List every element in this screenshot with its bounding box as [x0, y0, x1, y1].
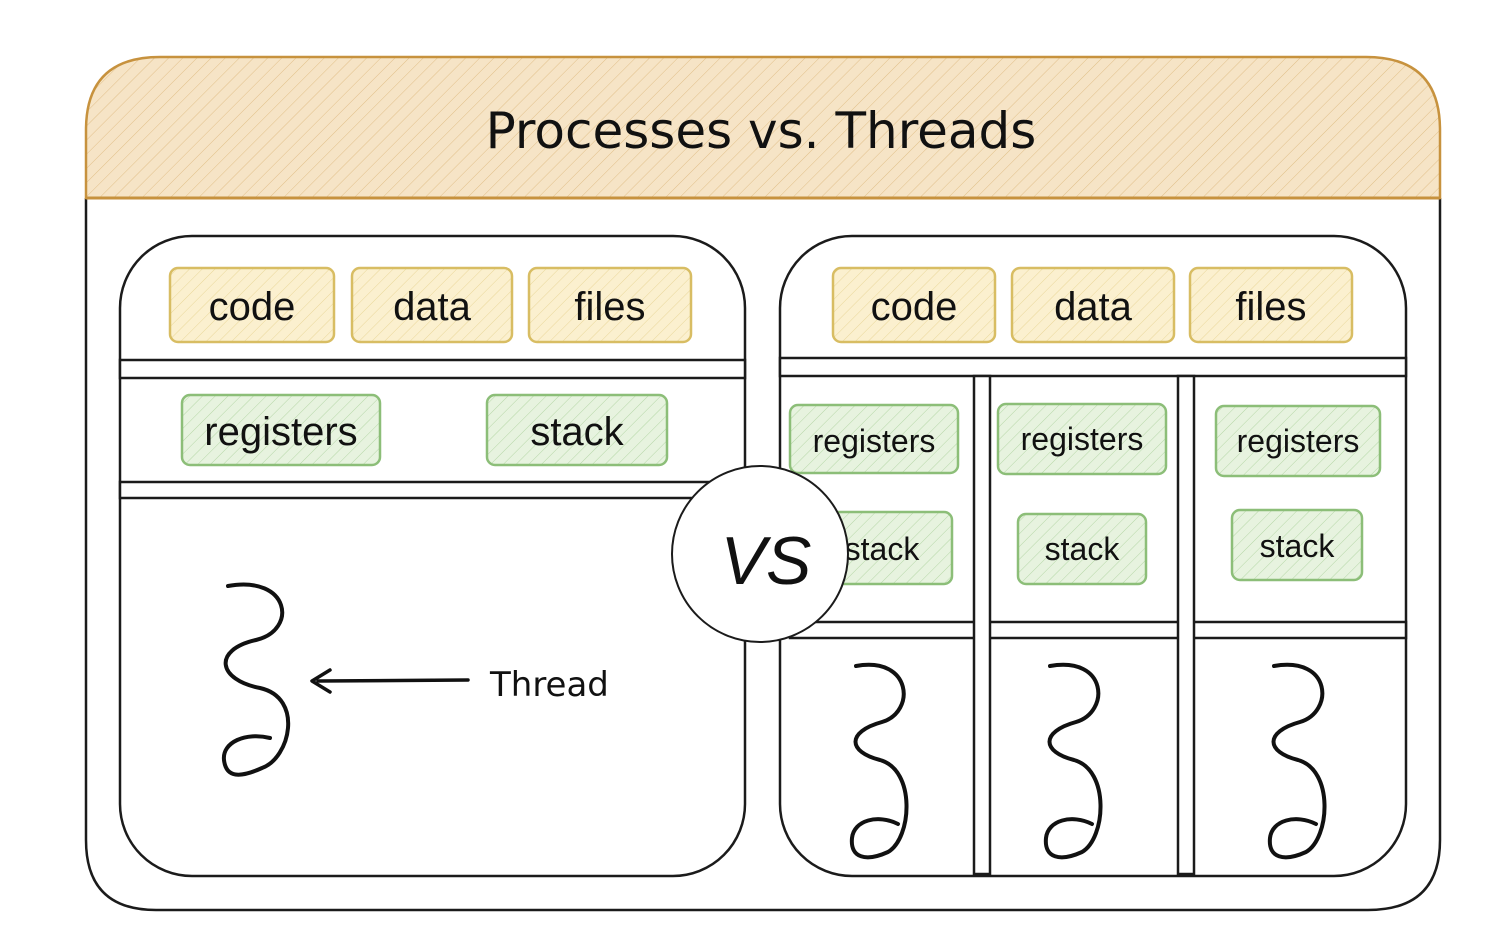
single-stack-box: stack: [485, 393, 669, 467]
single-shared-code: code: [168, 266, 336, 344]
thread-2-squiggle: [1043, 662, 1103, 860]
single-shared-data-label: data: [393, 285, 472, 329]
single-threaded-process: code data files registers stack: [118, 234, 747, 878]
thread-3-squiggle: [1267, 662, 1327, 860]
multi-shared-files: files: [1188, 266, 1354, 344]
thread-3-stack-box: stack: [1230, 508, 1364, 582]
single-separator-top: [118, 358, 747, 380]
single-registers-box: registers: [180, 393, 382, 467]
single-registers-label: registers: [204, 410, 357, 454]
single-separator-bottom: [118, 480, 747, 500]
outer-frame: [84, 198, 1442, 912]
thread-arrow: [310, 668, 470, 694]
thread-1-registers-box: registers: [788, 403, 960, 475]
multi-shared-row: code data files: [831, 266, 1354, 344]
multi-separator-middle: [788, 620, 1408, 640]
single-shared-files-label: files: [574, 285, 645, 329]
thread-3-registers-label: registers: [1237, 423, 1360, 459]
single-stack-label: stack: [530, 410, 624, 454]
multi-shared-code-label: code: [871, 285, 958, 329]
title-banner: Processes vs. Threads: [84, 55, 1442, 200]
vs-badge: VS: [671, 465, 849, 643]
multi-shared-code: code: [831, 266, 997, 344]
thread-2: registers stack: [996, 402, 1168, 860]
thread-3-registers-box: registers: [1214, 404, 1382, 478]
vs-label: VS: [721, 523, 812, 599]
thread-3: registers stack: [1214, 404, 1382, 860]
thread-1-squiggle: [849, 662, 909, 860]
thread-annotation: Thread: [489, 665, 609, 705]
thread-divider-2: [1176, 374, 1196, 876]
thread-3-stack-label: stack: [1260, 528, 1336, 564]
single-thread-squiggle: [221, 582, 290, 777]
thread-2-registers-label: registers: [1021, 421, 1144, 457]
thread-1-stack-label: stack: [845, 531, 921, 567]
thread-2-stack-box: stack: [1016, 512, 1148, 586]
thread-1-registers-label: registers: [813, 423, 936, 459]
single-shared-code-label: code: [209, 285, 296, 329]
multi-shared-data-label: data: [1054, 285, 1133, 329]
thread-divider-1: [972, 374, 992, 876]
single-shared-data: data: [350, 266, 514, 344]
thread-2-registers-box: registers: [996, 402, 1168, 476]
multi-shared-files-label: files: [1235, 285, 1306, 329]
single-shared-row: code data files: [168, 266, 693, 344]
multi-threaded-process: code data files registers: [778, 234, 1408, 878]
multi-separator-top: [778, 356, 1408, 378]
single-shared-files: files: [527, 266, 693, 344]
multi-shared-data: data: [1010, 266, 1176, 344]
thread-2-stack-label: stack: [1045, 531, 1121, 567]
diagram-title: Processes vs. Threads: [486, 102, 1037, 160]
